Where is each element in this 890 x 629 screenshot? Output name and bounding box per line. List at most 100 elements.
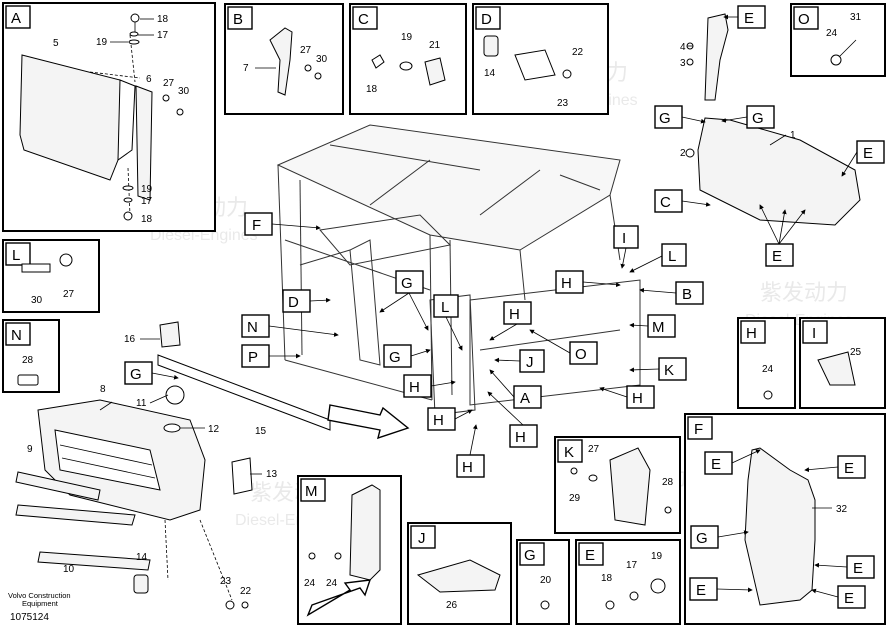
callout: 19 xyxy=(651,551,663,562)
svg-text:E: E xyxy=(853,560,863,577)
svg-text:D: D xyxy=(288,294,299,311)
callout: 8 xyxy=(100,384,106,395)
callout: 19 xyxy=(401,32,413,43)
detail-box-a: A 18 19 17 5 6 27 30 19 17 18 xyxy=(2,2,216,232)
callout: 24 xyxy=(326,578,338,589)
box-label: O xyxy=(798,11,810,28)
detail-box-j: J 26 xyxy=(407,522,512,625)
svg-text:K: K xyxy=(664,362,674,379)
svg-text:P: P xyxy=(248,349,258,366)
direction-arrow xyxy=(327,404,410,440)
callout: 21 xyxy=(429,40,441,51)
brand-line1: Volvo Construction xyxy=(8,591,71,600)
callout: 30 xyxy=(31,295,43,306)
callout: 17 xyxy=(141,196,153,207)
watermark-text: 紫发动力 xyxy=(760,280,848,305)
callout: 16 xyxy=(124,334,136,345)
svg-text:E: E xyxy=(696,582,706,599)
callout: 6 xyxy=(146,74,152,85)
callout: 27 xyxy=(588,444,600,455)
callout: 27 xyxy=(63,289,75,300)
callout: 24 xyxy=(304,578,316,589)
callout: 5 xyxy=(53,38,59,49)
callout: 30 xyxy=(178,86,190,97)
brand-line2: Equipment xyxy=(22,599,59,608)
callout: 11 xyxy=(136,398,147,409)
box-label: D xyxy=(481,11,492,28)
detail-box-h: H 24 xyxy=(737,317,796,409)
svg-text:E: E xyxy=(844,590,854,607)
box-label: G xyxy=(524,547,536,564)
box-label: E xyxy=(585,547,595,564)
callout: 7 xyxy=(243,63,249,74)
detail-box-c: C 19 21 18 xyxy=(349,3,467,115)
callout: 18 xyxy=(601,573,613,584)
svg-text:G: G xyxy=(752,110,764,127)
svg-text:E: E xyxy=(844,460,854,477)
callout: 20 xyxy=(540,575,552,586)
box-label: K xyxy=(564,444,574,461)
callout: 22 xyxy=(572,47,584,58)
box-label: F xyxy=(694,421,703,438)
callout: 26 xyxy=(446,600,458,611)
detail-box-o: O 31 24 xyxy=(790,3,886,77)
svg-text:L: L xyxy=(441,299,449,316)
callout: 28 xyxy=(22,355,34,366)
detail-box-i: I 25 xyxy=(799,317,886,409)
box-label: C xyxy=(358,11,369,28)
svg-text:A: A xyxy=(520,390,530,407)
callout: 17 xyxy=(157,30,169,41)
svg-text:G: G xyxy=(401,275,413,292)
svg-text:M: M xyxy=(652,319,665,336)
callout: 9 xyxy=(27,444,33,455)
callout: 23 xyxy=(557,98,569,109)
callout: 2 xyxy=(680,148,686,159)
drawing-number: 1075124 xyxy=(10,612,49,623)
detail-box-e: E 19 18 17 xyxy=(575,539,681,625)
box-label: I xyxy=(812,325,816,342)
svg-text:N: N xyxy=(247,319,258,336)
svg-text:G: G xyxy=(659,110,671,127)
detail-box-m: M 24 24 xyxy=(297,475,402,625)
svg-text:H: H xyxy=(515,429,526,446)
callout: 24 xyxy=(826,28,838,39)
svg-text:H: H xyxy=(462,459,473,476)
callout: 13 xyxy=(266,469,278,480)
callout: 24 xyxy=(762,364,774,375)
svg-text:J: J xyxy=(526,354,534,371)
detail-box-g: G 20 xyxy=(516,539,570,625)
callout: 31 xyxy=(850,12,862,23)
leader-lines xyxy=(151,14,858,598)
callout: 1 xyxy=(790,130,796,141)
main-callouts: 1 2 3 4 8 9 10 11 12 13 14 15 16 22 23 xyxy=(27,42,796,597)
callout: 32 xyxy=(836,504,848,515)
callout: 18 xyxy=(141,214,153,225)
svg-text:G: G xyxy=(696,530,708,547)
box-label: L xyxy=(12,247,20,264)
svg-text:O: O xyxy=(575,346,587,363)
callout: 19 xyxy=(96,37,108,48)
callout: 23 xyxy=(220,576,232,587)
hood-part xyxy=(15,321,331,610)
svg-text:B: B xyxy=(682,286,692,303)
callout: 10 xyxy=(63,564,75,575)
callout: 17 xyxy=(626,560,638,571)
callout: 18 xyxy=(157,14,169,25)
callout: 25 xyxy=(850,347,862,358)
callout: 30 xyxy=(316,54,328,65)
callout: 27 xyxy=(300,45,312,56)
svg-text:G: G xyxy=(130,366,142,383)
callout: 4 xyxy=(680,42,686,53)
callout: 15 xyxy=(255,426,267,437)
detail-box-d: D 22 14 23 xyxy=(472,3,609,115)
cab-frame-drawing xyxy=(276,124,641,416)
detail-box-b: B 7 27 30 xyxy=(224,3,344,115)
detail-box-n: N 28 xyxy=(2,319,60,393)
callout: 3 xyxy=(680,58,686,69)
callout: 14 xyxy=(484,68,496,79)
box-label: H xyxy=(746,325,757,342)
callout: 29 xyxy=(569,493,581,504)
box-label: B xyxy=(233,11,243,28)
svg-text:H: H xyxy=(632,390,643,407)
